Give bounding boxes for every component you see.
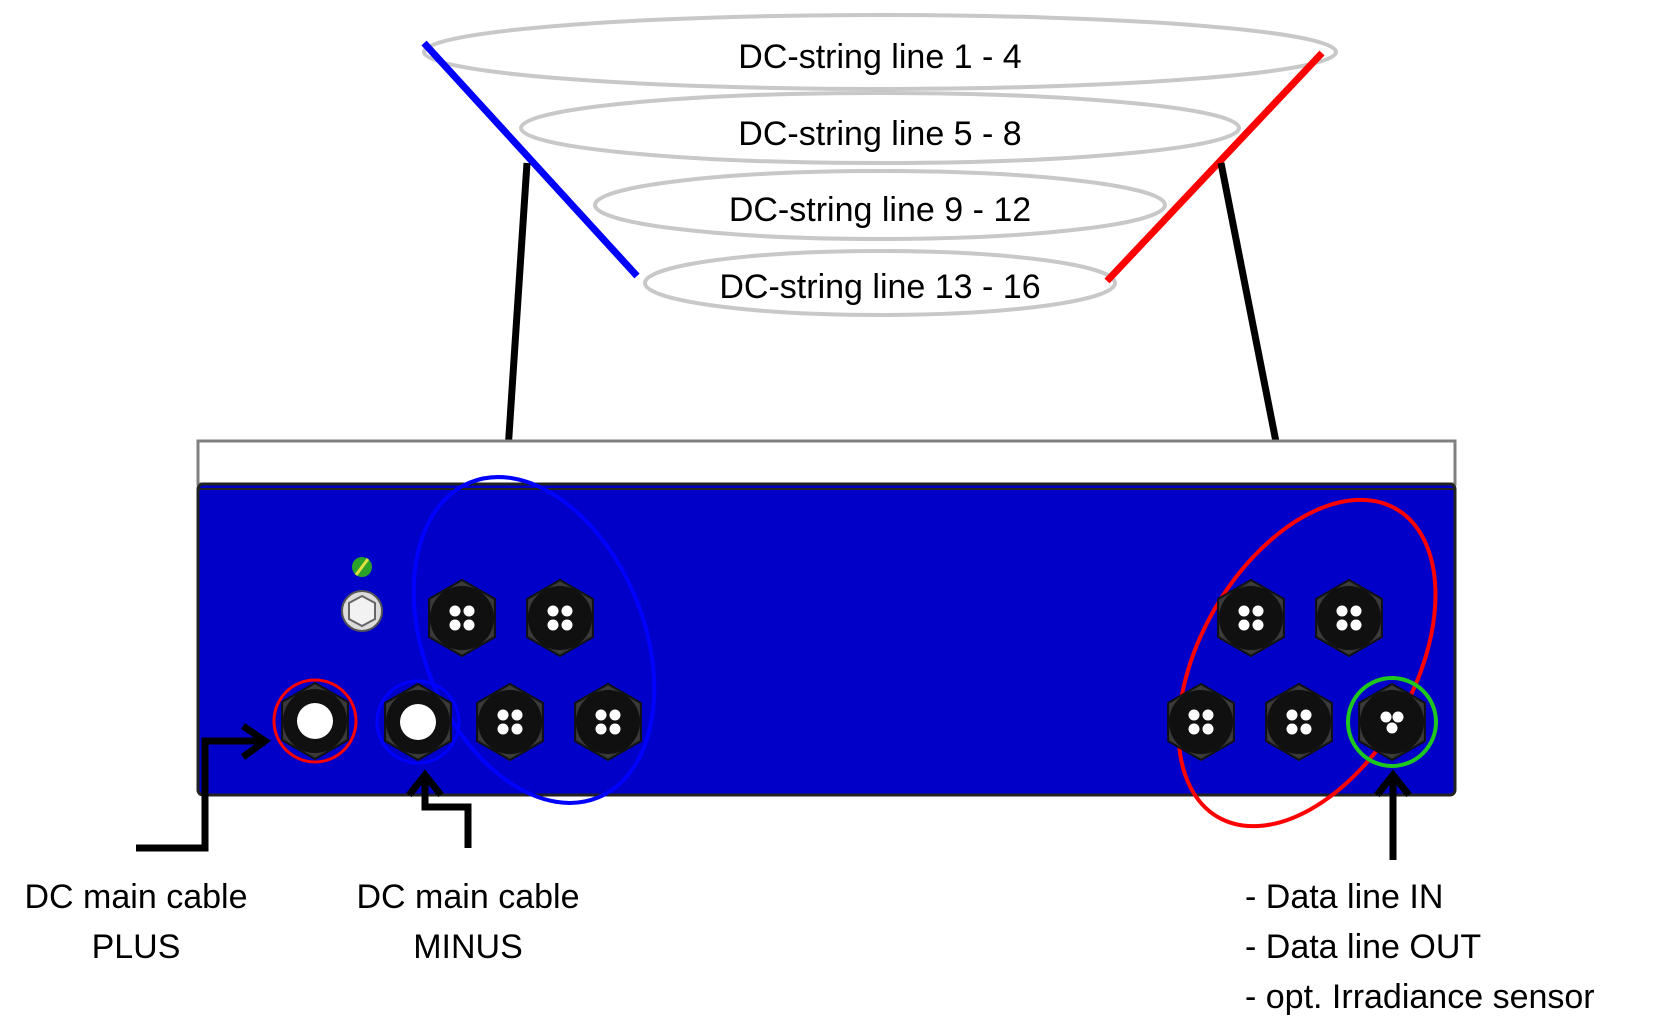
string-gland-7 <box>1167 682 1235 762</box>
plus-label-line-1: DC main cable <box>24 878 248 916</box>
cable-glands <box>281 578 1426 762</box>
string-gland-6 <box>1315 578 1383 658</box>
string-bundle: DC-string line 1 - 4 DC-string line 5 - … <box>422 13 1338 317</box>
string-label-3: DC-string line 9 - 12 <box>729 191 1031 229</box>
string-ring-3 <box>593 169 1167 241</box>
string-ring-2 <box>519 91 1241 165</box>
string-label-2: DC-string line 5 - 8 <box>738 115 1021 153</box>
string-ring-1 <box>422 13 1338 91</box>
enclosure-lid <box>196 439 1457 486</box>
plus-arrow <box>136 723 272 852</box>
string-gland-1 <box>428 578 496 658</box>
string-gland-2 <box>526 578 594 658</box>
string-label-4: DC-string line 13 - 16 <box>719 268 1040 306</box>
minus-port-ring <box>375 679 461 765</box>
plus-wire <box>1104 50 1325 284</box>
blue-gland-group <box>411 475 657 805</box>
plus-main-gland <box>281 681 349 761</box>
minus-label-line-2: MINUS <box>413 928 523 966</box>
data-gland <box>1358 682 1426 762</box>
minus-main-gland <box>384 682 452 762</box>
minus-label-line-1: DC main cable <box>356 878 580 916</box>
data-port-ring <box>1346 676 1438 768</box>
data-label-line-3: - opt. Irradiance sensor <box>1245 978 1595 1016</box>
minus-arrow <box>406 769 472 848</box>
data-label-line-1: - Data line IN <box>1245 878 1444 916</box>
string-ring-4 <box>643 249 1117 317</box>
data-label-line-2: - Data line OUT <box>1245 928 1482 966</box>
plus-label-line-2: PLUS <box>91 928 181 966</box>
pressure-valve-icon <box>341 590 383 632</box>
string-gland-5 <box>1217 578 1285 658</box>
data-arrow <box>1374 769 1412 860</box>
ground-symbol-icon <box>352 557 372 577</box>
string-gland-3 <box>476 682 544 762</box>
string-gland-4 <box>574 682 642 762</box>
string-gland-8 <box>1265 682 1333 762</box>
string-label-1: DC-string line 1 - 4 <box>738 38 1021 76</box>
minus-wire <box>421 40 640 279</box>
plus-port-ring <box>272 678 358 764</box>
